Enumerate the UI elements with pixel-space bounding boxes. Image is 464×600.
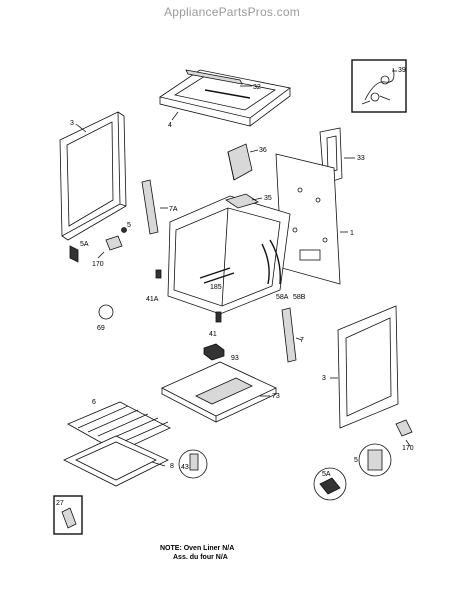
part-4-top-frame[interactable]: [159, 69, 291, 127]
callout-8[interactable]: 8: [170, 463, 174, 470]
callout-5-right[interactable]: 5: [354, 457, 358, 464]
callout-35[interactable]: 35: [264, 195, 272, 202]
watermark: AppliancePartsPros.com: [164, 5, 300, 19]
oven-cavity: [167, 195, 291, 315]
part-8-drawer[interactable]: [63, 435, 169, 487]
callout-33[interactable]: 33: [357, 155, 365, 162]
part-93-knob[interactable]: [203, 343, 225, 361]
part-3-side-panel-right[interactable]: [337, 305, 399, 429]
callout-58a[interactable]: 58A: [276, 294, 289, 301]
part-5-foot[interactable]: [358, 443, 392, 477]
part-58-cables[interactable]: [261, 239, 281, 285]
part-170-bracket[interactable]: [105, 235, 123, 251]
part-35-cavity-bracket[interactable]: [225, 193, 259, 209]
note-line-2: Ass. du four N/A: [173, 554, 228, 561]
part-73-bottom-panel[interactable]: [161, 361, 277, 423]
callout-43[interactable]: 43: [181, 464, 189, 471]
callout-41[interactable]: 41: [209, 331, 217, 338]
part-7-hinge[interactable]: [281, 307, 297, 363]
part-32-bracket[interactable]: [185, 69, 243, 85]
callout-170[interactable]: 170: [92, 261, 104, 268]
part-5a-bracket-right[interactable]: [313, 467, 347, 501]
callout-73[interactable]: 73: [272, 393, 280, 400]
callout-36[interactable]: 36: [259, 147, 267, 154]
callout-1[interactable]: 1: [350, 230, 354, 237]
callout-7a[interactable]: 7A: [169, 206, 178, 213]
callout-7[interactable]: 7: [300, 337, 304, 344]
part-41-clip[interactable]: [215, 311, 222, 323]
note-line-1: NOTE: Oven Liner N/A: [160, 545, 235, 552]
callout-58b[interactable]: 58B: [293, 294, 306, 301]
callout-39[interactable]: 39: [398, 67, 406, 74]
callout-5a[interactable]: 5A: [80, 241, 89, 248]
callout-27[interactable]: 27: [56, 500, 64, 507]
part-3-side-panel-left[interactable]: [59, 111, 127, 241]
note: NOTE: Oven Liner N/A Ass. du four N/A: [160, 544, 234, 562]
part-36-vent[interactable]: [227, 143, 253, 181]
callout-6[interactable]: 6: [92, 399, 96, 406]
callout-5a-right[interactable]: 5A: [322, 471, 331, 478]
callout-4[interactable]: 4: [168, 122, 172, 129]
part-41a-clip[interactable]: [155, 269, 162, 279]
part-5-screw[interactable]: [121, 227, 127, 233]
callout-170-right[interactable]: 170: [402, 445, 414, 452]
part-5a-bracket[interactable]: [69, 245, 79, 263]
part-7a-hinge[interactable]: [141, 179, 159, 235]
part-170-bracket-right[interactable]: [395, 419, 413, 437]
callout-41a[interactable]: 41A: [146, 296, 159, 303]
part-69-lens[interactable]: [98, 304, 114, 320]
part-27-inset[interactable]: [53, 495, 83, 535]
part-43-leveler[interactable]: [178, 449, 208, 479]
part-39-wire-harness[interactable]: [351, 59, 407, 113]
callout-185[interactable]: 185: [210, 284, 222, 291]
callout-32[interactable]: 32: [253, 84, 261, 91]
callout-93[interactable]: 93: [231, 355, 239, 362]
callout-3-left[interactable]: 3: [70, 120, 74, 127]
callout-69[interactable]: 69: [97, 325, 105, 332]
callout-5-top[interactable]: 5: [127, 222, 131, 229]
callout-3-right[interactable]: 3: [322, 375, 326, 382]
part-185-element[interactable]: [199, 267, 235, 284]
